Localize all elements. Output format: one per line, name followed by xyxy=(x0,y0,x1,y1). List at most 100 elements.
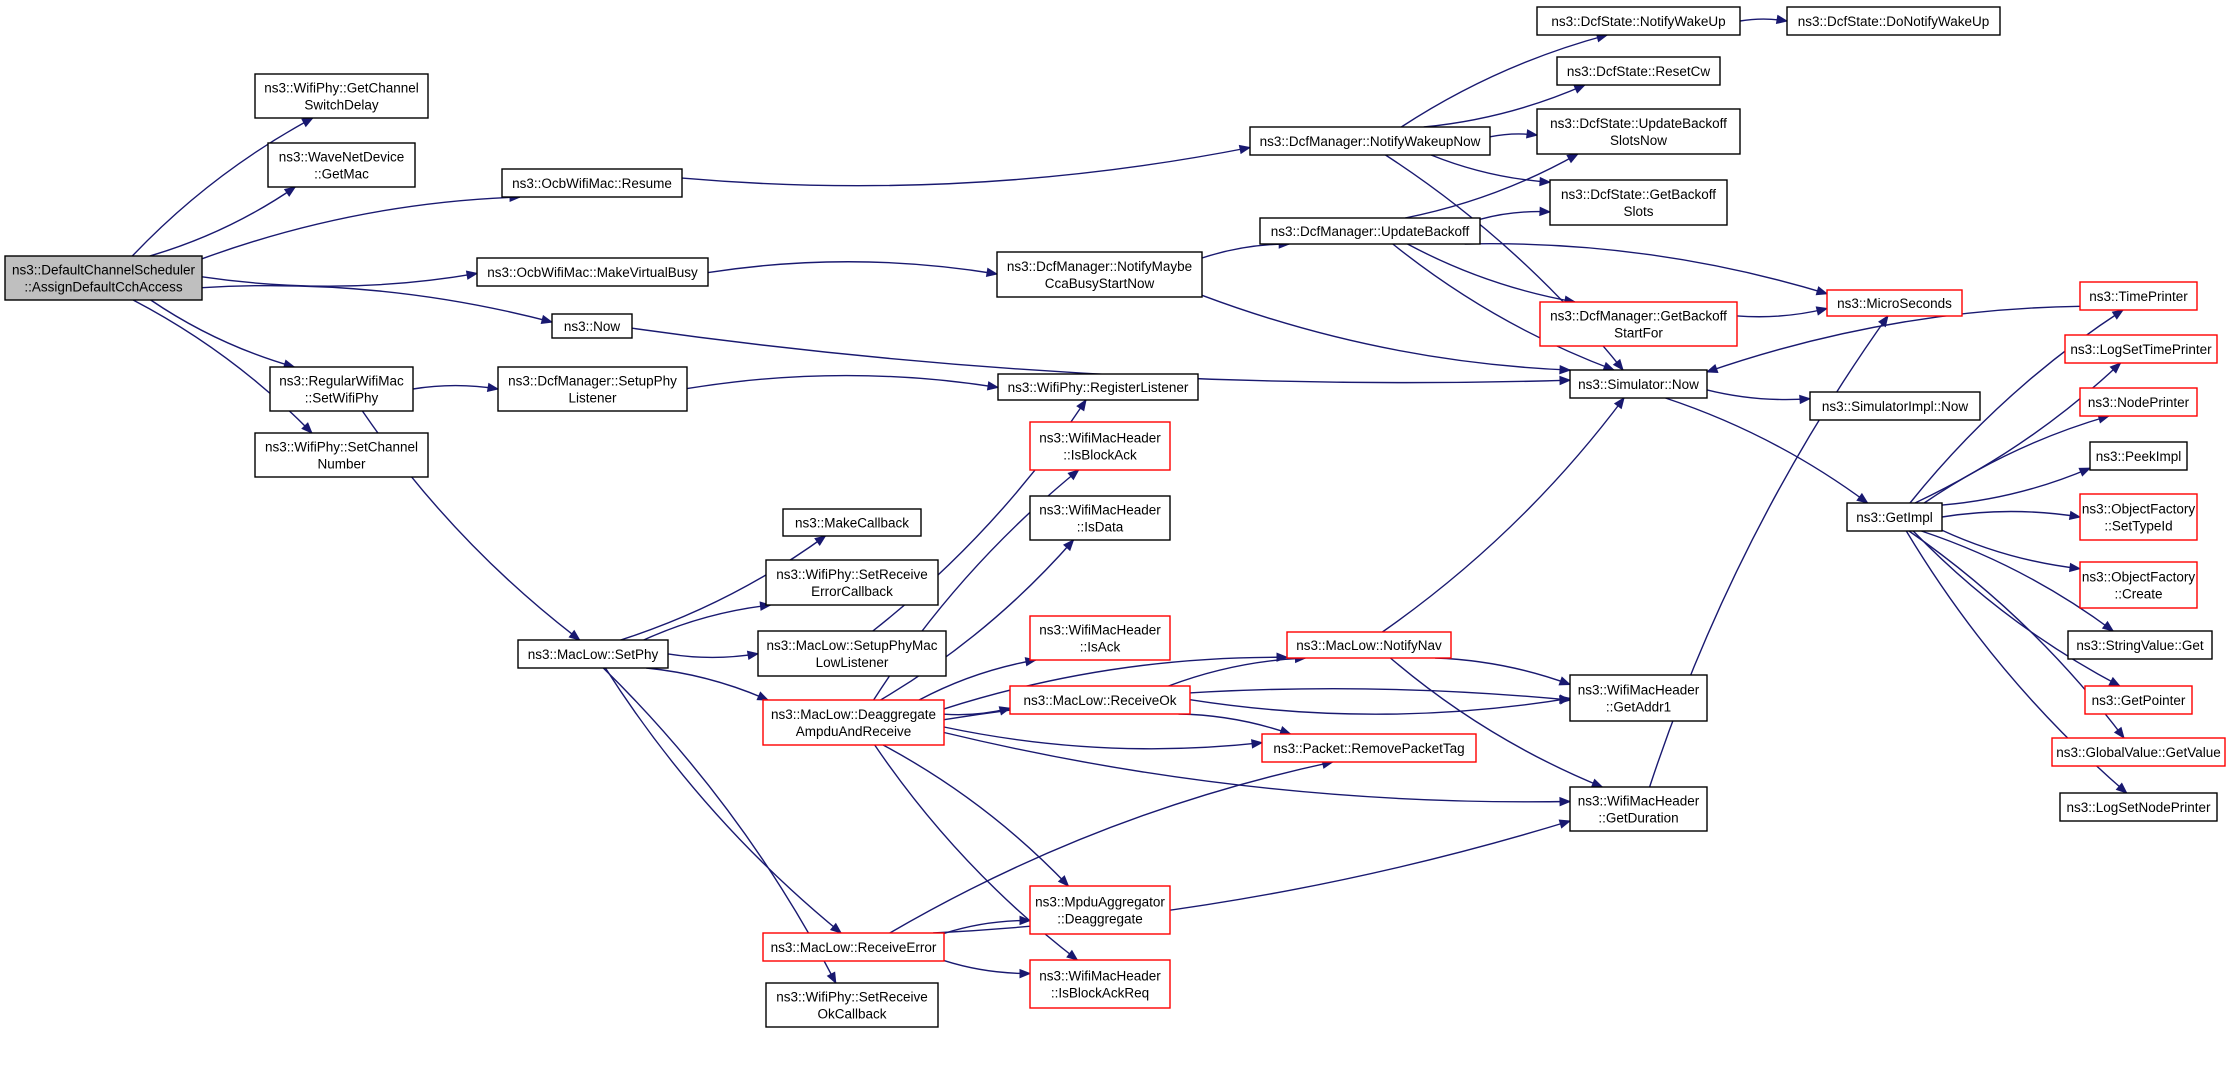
node-getImpl[interactable]: ns3::GetImpl xyxy=(1846,502,1943,532)
node-objectFactorySetTypeId[interactable]: ns3::ObjectFactory::SetTypeId xyxy=(2079,493,2198,541)
node-label: Slots xyxy=(1623,204,1653,219)
arrowhead-now xyxy=(540,314,554,324)
node-macLowSetPhy[interactable]: ns3::MacLow::SetPhy xyxy=(517,639,669,669)
node-label: ns3::DcfManager::NotifyMaybe xyxy=(1007,259,1192,274)
node-box xyxy=(497,366,688,412)
node-isBlockAck[interactable]: ns3::WifiMacHeader::IsBlockAck xyxy=(1029,421,1171,471)
node-label: ::IsBlockAckReq xyxy=(1051,986,1149,1001)
node-box xyxy=(2051,737,2226,767)
node-label: ns3::Simulator::Now xyxy=(1578,377,1699,392)
node-getDuration[interactable]: ns3::WifiMacHeader::GetDuration xyxy=(1569,786,1708,832)
edge-notifyWakeupNow-to-dcfNotifyWakeUp xyxy=(1400,34,1608,128)
node-nodePrinter[interactable]: ns3::NodePrinter xyxy=(2079,387,2198,417)
node-simulatorImplNow[interactable]: ns3::SimulatorImpl::Now xyxy=(1809,391,1981,421)
edge-getBackoffStartFor-to-microSeconds xyxy=(1736,307,1828,318)
node-isBlockAckReq[interactable]: ns3::WifiMacHeader::IsBlockAckReq xyxy=(1029,959,1171,1009)
node-label: Listener xyxy=(568,391,617,406)
arrowhead-dcfUpdateBackoffSlotsNow xyxy=(1566,153,1579,164)
node-box xyxy=(1259,217,1481,245)
node-label: ns3::WifiPhy::SetReceive xyxy=(776,990,928,1005)
node-label: ns3::MacLow::ReceiveError xyxy=(771,940,937,955)
node-receiveOk[interactable]: ns3::MacLow::ReceiveOk xyxy=(1009,685,1191,715)
node-label: ns3::PeekImpl xyxy=(2096,449,2182,464)
node-isAck[interactable]: ns3::WifiMacHeader::IsAck xyxy=(1029,615,1171,661)
arrowhead-globalValueGetValue xyxy=(2113,726,2125,740)
edge-getImpl-to-timePrinter xyxy=(1909,309,2124,504)
node-label: ns3::Packet::RemovePacketTag xyxy=(1273,741,1464,756)
node-globalValueGetValue[interactable]: ns3::GlobalValue::GetValue xyxy=(2051,737,2226,767)
node-label: AmpduAndReceive xyxy=(796,724,912,739)
node-registerListener[interactable]: ns3::WifiPhy::RegisterListener xyxy=(997,373,1199,401)
node-timePrinter[interactable]: ns3::TimePrinter xyxy=(2079,281,2198,311)
arrowhead-dcfGetBackoffSlots xyxy=(1539,206,1552,217)
node-box xyxy=(4,255,203,301)
node-box xyxy=(2067,630,2213,660)
edge-getImpl-to-getPointer xyxy=(1912,530,2121,687)
node-objectFactoryCreate[interactable]: ns3::ObjectFactory::Create xyxy=(2079,561,2198,609)
arrowhead-simulatorNow xyxy=(1613,396,1625,410)
node-makeCallback[interactable]: ns3::MakeCallback xyxy=(782,508,922,537)
node-getAddr1[interactable]: ns3::WifiMacHeader::GetAddr1 xyxy=(1569,674,1708,722)
edge-getImpl-to-objectFactoryCreate xyxy=(1941,529,2081,570)
edge-notifyMaybeCcaBusy-to-updateBackoff xyxy=(1201,243,1290,259)
node-ocbResume[interactable]: ns3::OcbWifiMac::Resume xyxy=(501,168,683,198)
node-label: ns3::NodePrinter xyxy=(2088,395,2190,410)
arrowhead-getImpl xyxy=(1856,492,1869,504)
node-box xyxy=(1536,6,1741,36)
edge-root-to-ocbResume xyxy=(201,196,521,260)
node-isData[interactable]: ns3::WifiMacHeader::IsData xyxy=(1029,495,1171,541)
node-getPointer[interactable]: ns3::GetPointer xyxy=(2084,685,2193,715)
node-root[interactable]: ns3::DefaultChannelScheduler::AssignDefa… xyxy=(4,255,203,301)
arrowhead-setReceiveErrorCallback xyxy=(759,601,772,611)
node-regularSetWifiPhy[interactable]: ns3::RegularWifiMac::SetWifiPhy xyxy=(269,366,414,412)
node-logSetTimePrinter[interactable]: ns3::LogSetTimePrinter xyxy=(2064,334,2218,364)
node-label: ::IsData xyxy=(1077,520,1124,535)
arrowhead-receiveError xyxy=(829,922,843,934)
arrowhead-objectFactoryCreate xyxy=(2069,562,2082,573)
node-simulatorNow[interactable]: ns3::Simulator::Now xyxy=(1569,369,1708,399)
node-removePacketTag[interactable]: ns3::Packet::RemovePacketTag xyxy=(1261,733,1477,763)
node-logSetNodePrinter[interactable]: ns3::LogSetNodePrinter xyxy=(2059,792,2218,822)
node-receiveError[interactable]: ns3::MacLow::ReceiveError xyxy=(762,932,945,962)
arrowhead-microSeconds xyxy=(1878,314,1889,328)
node-box xyxy=(2064,334,2218,364)
node-label: OkCallback xyxy=(817,1007,886,1022)
node-stringValueGet[interactable]: ns3::StringValue::Get xyxy=(2067,630,2213,660)
node-dcfNotifyWakeUp[interactable]: ns3::DcfState::NotifyWakeUp xyxy=(1536,6,1741,36)
node-label: ns3::RegularWifiMac xyxy=(279,374,404,389)
arrowhead-dcfUpdateBackoffSlotsNow xyxy=(1526,129,1539,139)
node-updateBackoff[interactable]: ns3::DcfManager::UpdateBackoff xyxy=(1259,217,1481,245)
node-dcfResetCw[interactable]: ns3::DcfState::ResetCw xyxy=(1556,56,1721,86)
node-box xyxy=(1029,421,1171,471)
node-microSeconds[interactable]: ns3::MicroSeconds xyxy=(1826,289,1963,317)
node-box xyxy=(765,559,939,606)
node-box xyxy=(1286,631,1452,659)
edge-ocbMakeVirtualBusy-to-notifyMaybeCcaBusy xyxy=(707,261,998,275)
node-label: ns3::WifiMacHeader xyxy=(1039,969,1161,984)
node-peekImpl[interactable]: ns3::PeekImpl xyxy=(2089,441,2188,471)
node-label: ns3::MakeCallback xyxy=(795,516,909,531)
node-notifyNav[interactable]: ns3::MacLow::NotifyNav xyxy=(1286,631,1452,659)
node-label: ns3::LogSetNodePrinter xyxy=(2066,800,2211,815)
arrowhead-getDuration xyxy=(1590,778,1604,788)
node-waveGetMac[interactable]: ns3::WaveNetDevice::GetMac xyxy=(267,142,416,188)
node-notifyMaybeCcaBusy[interactable]: ns3::DcfManager::NotifyMaybeCcaBusyStart… xyxy=(996,251,1203,298)
node-label: ns3::OcbWifiMac::MakeVirtualBusy xyxy=(487,265,698,280)
edge-deaggregateAmpdu-to-getDuration xyxy=(943,731,1571,803)
node-label: ::IsAck xyxy=(1080,640,1121,655)
node-mpduDeaggregate[interactable]: ns3::MpduAggregator::Deaggregate xyxy=(1029,885,1171,935)
node-dcfDoNotifyWakeUp[interactable]: ns3::DcfState::DoNotifyWakeUp xyxy=(1786,6,2001,36)
node-now[interactable]: ns3::Now xyxy=(551,313,633,339)
node-notifyWakeupNow[interactable]: ns3::DcfManager::NotifyWakeupNow xyxy=(1249,126,1491,156)
node-ocbMakeVirtualBusy[interactable]: ns3::OcbWifiMac::MakeVirtualBusy xyxy=(476,257,709,287)
